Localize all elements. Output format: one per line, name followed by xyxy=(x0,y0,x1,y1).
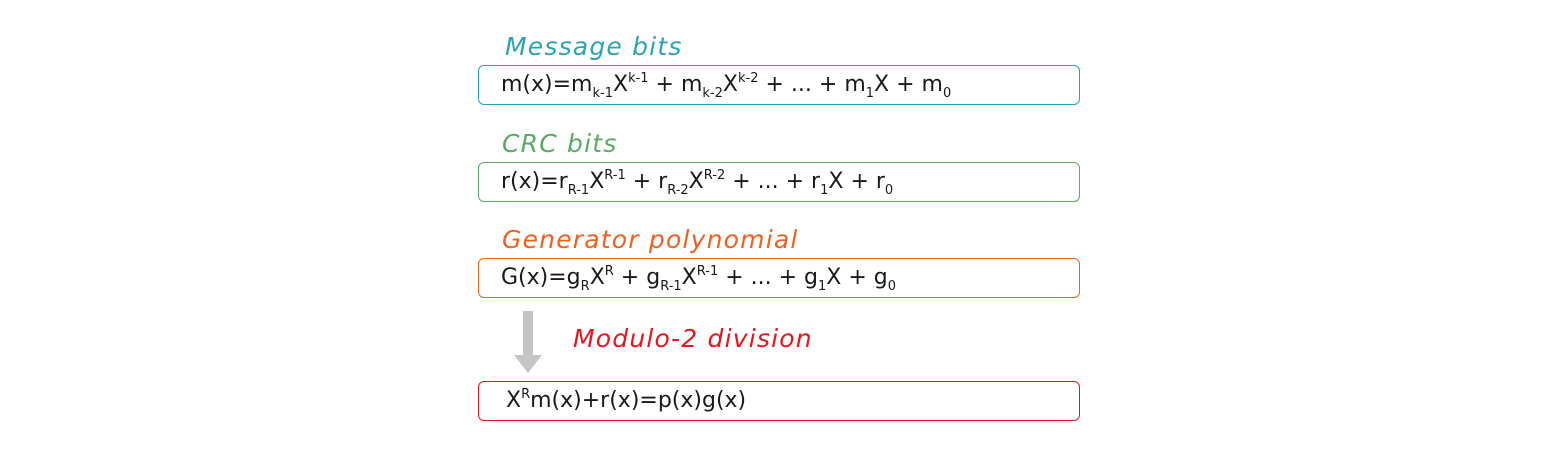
message-polynomial-formula: m(x)=mk-1Xk-1 + mk-2Xk-2 + ... + m1X + m… xyxy=(501,71,952,101)
down-arrow-icon xyxy=(514,311,542,373)
generator-polynomial-label: Generator polynomial xyxy=(502,225,799,254)
division-result-box: XRm(x)+r(x)=p(x)g(x) xyxy=(478,381,1080,421)
generator-polynomial-formula: G(x)=gRXR + gR-1XR-1 + ... + g1X + g0 xyxy=(501,264,897,294)
modulo-2-division-label: Modulo-2 division xyxy=(573,324,813,353)
message-bits-label: Message bits xyxy=(505,32,683,61)
crc-polynomial-box: r(x)=rR-1XR-1 + rR-2XR-2 + ... + r1X + r… xyxy=(478,162,1080,202)
division-result-formula: XRm(x)+r(x)=p(x)g(x) xyxy=(506,387,747,413)
crc-bits-label: CRC bits xyxy=(502,129,618,158)
generator-polynomial-box: G(x)=gRXR + gR-1XR-1 + ... + g1X + g0 xyxy=(478,258,1080,298)
message-polynomial-box: m(x)=mk-1Xk-1 + mk-2Xk-2 + ... + m1X + m… xyxy=(478,65,1080,105)
crc-polynomial-formula: r(x)=rR-1XR-1 + rR-2XR-2 + ... + r1X + r… xyxy=(501,168,894,198)
